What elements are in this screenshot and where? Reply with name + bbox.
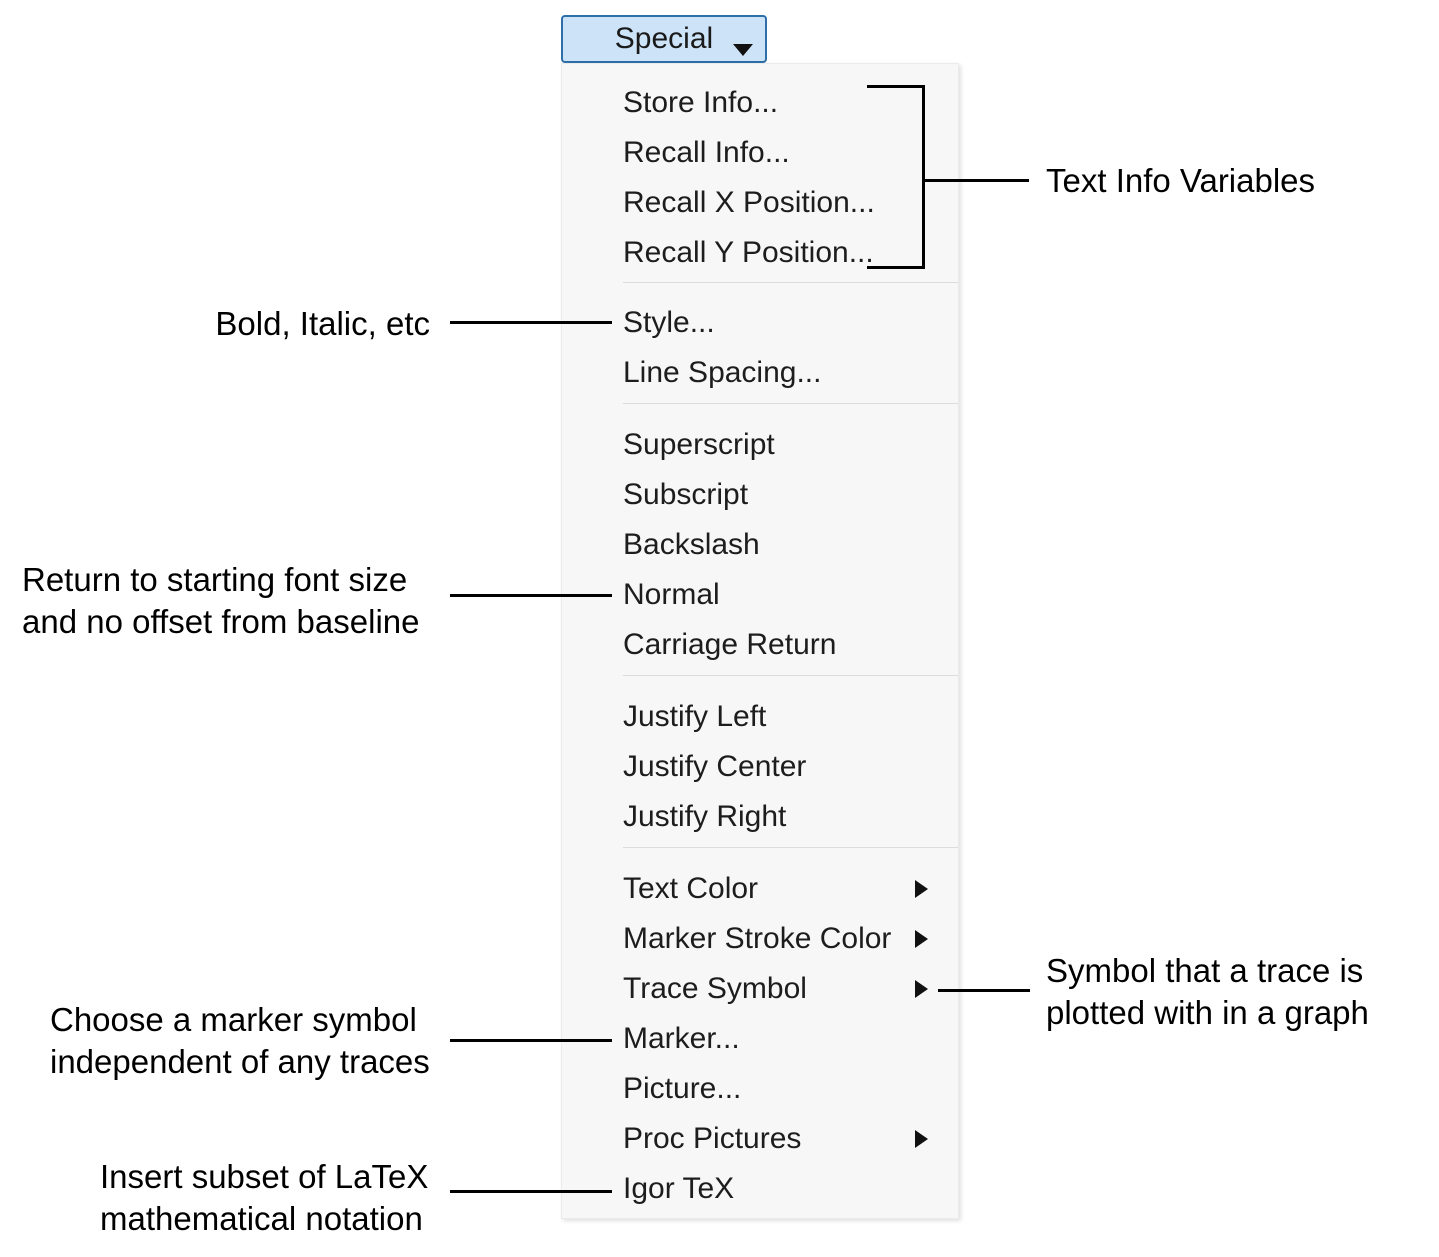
menu-item-label: Trace Symbol [623, 972, 807, 1005]
menu-item-label: Store Info... [623, 86, 779, 119]
menu-item-label: Justify Left [623, 700, 767, 733]
menu-item-label: Marker... [623, 1022, 740, 1055]
menu-item-style[interactable]: Style... [623, 298, 958, 348]
menu-item-label: Recall X Position... [623, 186, 875, 219]
menu-item-label: Picture... [623, 1072, 742, 1105]
menu-item-recall-info[interactable]: Recall Info... [623, 128, 958, 178]
menu-item-subscript[interactable]: Subscript [623, 470, 958, 520]
submenu-arrow-icon [915, 1130, 928, 1148]
menu-item-label: Carriage Return [623, 628, 837, 661]
menu-item-label: Text Color [623, 872, 759, 905]
special-menu-button[interactable]: Special [561, 15, 767, 63]
menu-item-picture[interactable]: Picture... [623, 1064, 958, 1114]
submenu-arrow-icon [915, 930, 928, 948]
menu-item-label: Igor TeX [623, 1172, 735, 1205]
menu-item-justify-left[interactable]: Justify Left [623, 692, 958, 742]
menu-item-label: Recall Y Position... [623, 236, 874, 269]
menu-separator [623, 847, 958, 848]
menu-item-justify-center[interactable]: Justify Center [623, 742, 958, 792]
annotation-choose-marker-symbol: Choose a marker symbol independent of an… [50, 1001, 430, 1080]
menu-item-recall-y-position[interactable]: Recall Y Position... [623, 228, 958, 278]
chevron-down-icon [733, 44, 753, 56]
menu-item-label: Justify Center [623, 750, 807, 783]
menu-item-store-info[interactable]: Store Info... [623, 78, 958, 128]
menu-item-label: Backslash [623, 528, 760, 561]
menu-item-label: Justify Right [623, 800, 787, 833]
menu-item-line-spacing[interactable]: Line Spacing... [623, 348, 958, 398]
menu-item-marker-stroke-color[interactable]: Marker Stroke Color [623, 914, 958, 964]
menu-item-igor-tex[interactable]: Igor TeX [623, 1164, 958, 1214]
annotation-insert-latex-notation: Insert subset of LaTeX mathematical nota… [100, 1158, 429, 1237]
menu-item-text-color[interactable]: Text Color [623, 864, 958, 914]
annotation-return-to-starting-font-size: Return to starting font size and no offs… [22, 561, 420, 640]
menu-item-label: Normal [623, 578, 720, 611]
menu-item-justify-right[interactable]: Justify Right [623, 792, 958, 842]
menu-separator [623, 403, 958, 404]
submenu-arrow-icon [915, 880, 928, 898]
menu-item-proc-pictures[interactable]: Proc Pictures [623, 1114, 958, 1164]
submenu-arrow-icon [915, 980, 928, 998]
menu-separator [623, 675, 958, 676]
menu-item-trace-symbol[interactable]: Trace Symbol [623, 964, 958, 1014]
menu-item-label: Marker Stroke Color [623, 922, 892, 955]
special-dropdown-menu: Store Info... Recall Info... Recall X Po… [561, 63, 959, 1219]
menu-item-label: Recall Info... [623, 136, 790, 169]
menu-item-normal[interactable]: Normal [623, 570, 958, 620]
menu-item-marker[interactable]: Marker... [623, 1014, 958, 1064]
menu-item-carriage-return[interactable]: Carriage Return [623, 620, 958, 670]
menu-item-label: Line Spacing... [623, 356, 822, 389]
annotation-bold-italic-etc: Bold, Italic, etc [215, 305, 430, 342]
annotation-symbol-trace-plotted: Symbol that a trace is plotted with in a… [1046, 952, 1369, 1031]
menu-item-superscript[interactable]: Superscript [623, 420, 958, 470]
menu-item-label: Subscript [623, 478, 749, 511]
menu-item-label: Proc Pictures [623, 1122, 802, 1155]
menu-item-label: Superscript [623, 428, 775, 461]
menu-separator [623, 282, 958, 283]
menu-item-backslash[interactable]: Backslash [623, 520, 958, 570]
menu-item-label: Style... [623, 306, 715, 339]
annotation-text-info-variables: Text Info Variables [1046, 162, 1316, 199]
special-menu-button-label: Special [614, 22, 714, 55]
menu-item-recall-x-position[interactable]: Recall X Position... [623, 178, 958, 228]
